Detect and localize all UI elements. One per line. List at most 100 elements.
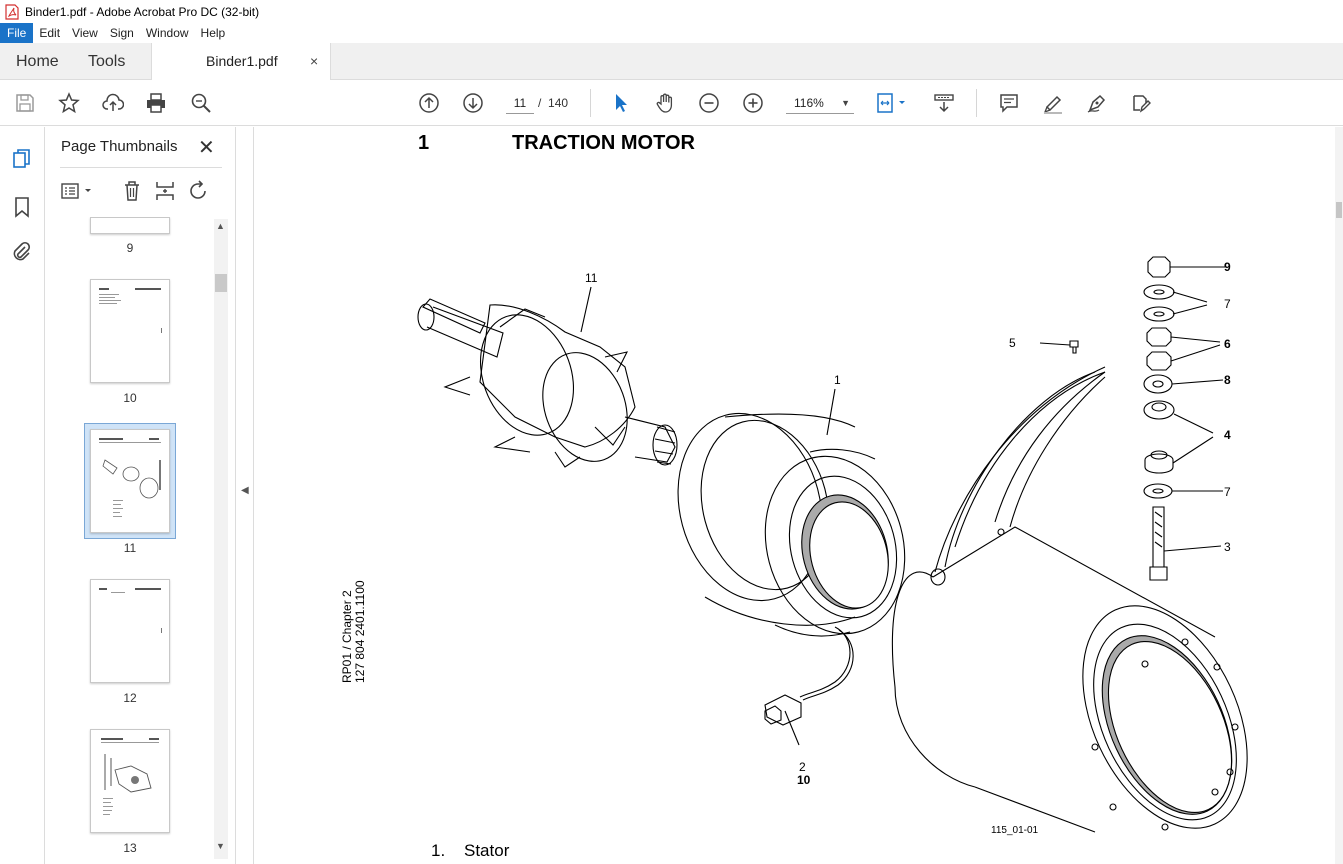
- window-title: Binder1.pdf - Adobe Acrobat Pro DC (32-b…: [25, 4, 260, 19]
- print-icon[interactable]: [143, 90, 169, 116]
- thumbnail-page-12[interactable]: [90, 579, 170, 683]
- callout-label: 9: [1224, 260, 1231, 274]
- zoom-value: 116%: [794, 96, 824, 110]
- cable-drawing: [764, 626, 854, 746]
- callout-label: 2: [799, 760, 806, 774]
- rotate-page-icon[interactable]: [186, 179, 210, 203]
- next-page-icon[interactable]: [460, 90, 486, 116]
- page-number-input[interactable]: 11: [506, 92, 534, 114]
- toolbar-divider: [976, 89, 977, 117]
- thumbnail-label: 10: [123, 391, 137, 405]
- menu-help[interactable]: Help: [200, 26, 226, 40]
- bookmarks-icon[interactable]: [10, 195, 34, 219]
- menu-file[interactable]: File: [0, 23, 34, 43]
- highlight-pen-icon[interactable]: [1040, 90, 1066, 116]
- zoom-search-icon[interactable]: [188, 90, 214, 116]
- callout-label: 7: [1224, 485, 1231, 499]
- page-thumbnails-panel: Page Thumbnails ✕ 9: [46, 127, 236, 864]
- callout-label: 4: [1224, 428, 1231, 442]
- menu-bar: File Edit View Sign Window Help: [0, 23, 1343, 43]
- scroll-mode-icon[interactable]: [931, 90, 957, 116]
- share-edit-icon[interactable]: [1128, 90, 1154, 116]
- section-title: TRACTION MOTOR: [512, 132, 695, 154]
- hand-tool-icon[interactable]: [652, 90, 678, 116]
- menu-sign[interactable]: Sign: [109, 26, 134, 40]
- title-bar: Binder1.pdf - Adobe Acrobat Pro DC (32-b…: [0, 0, 1343, 23]
- legend-text: Stator: [464, 841, 510, 860]
- comment-icon[interactable]: [996, 90, 1022, 116]
- tab-tools[interactable]: Tools: [88, 53, 126, 70]
- hardware-stack-drawing: [1143, 256, 1225, 581]
- scroll-up-icon[interactable]: ▲: [216, 221, 225, 231]
- attachments-icon[interactable]: [10, 240, 34, 264]
- callout-label: 5: [1009, 336, 1016, 350]
- rotor-drawing: [417, 298, 678, 468]
- thumbnail-label: 11: [123, 541, 137, 555]
- callout-label: 8: [1224, 373, 1231, 387]
- thumbnail-page-9[interactable]: [90, 217, 170, 234]
- callout-label: 10: [797, 773, 811, 787]
- document-scrollbar[interactable]: [1335, 127, 1343, 864]
- panel-scroll-thumb[interactable]: [215, 274, 227, 292]
- page-thumbnails-icon[interactable]: [10, 147, 34, 171]
- panel-scrollbar[interactable]: ▲ ▼: [214, 219, 228, 859]
- legend-number: 1.: [431, 841, 446, 860]
- stator-drawing: [677, 412, 906, 637]
- tab-document[interactable]: Binder1.pdf ×: [151, 43, 331, 81]
- panel-title: Page Thumbnails: [61, 138, 178, 155]
- callout-label: 7: [1224, 297, 1231, 311]
- document-tab-label: Binder1.pdf: [206, 53, 278, 69]
- thumbnail-label: 9: [126, 241, 134, 255]
- toolbar: 11 / 140 116% ▼: [0, 80, 1343, 126]
- thumbnail-label: 13: [123, 841, 137, 855]
- zoom-out-icon[interactable]: [696, 90, 722, 116]
- page-preview: [99, 588, 162, 633]
- select-cursor-icon[interactable]: [608, 90, 634, 116]
- close-panel-icon[interactable]: ✕: [198, 137, 215, 159]
- sign-pen-icon[interactable]: [1084, 90, 1110, 116]
- chevron-down-icon: ▼: [841, 98, 850, 108]
- figure-id: 115_01-01: [991, 825, 1039, 836]
- delete-page-icon[interactable]: [120, 179, 144, 203]
- document-scroll-thumb[interactable]: [1336, 202, 1342, 218]
- page-preview: [99, 438, 161, 517]
- page-separator: /: [538, 96, 542, 110]
- previous-page-icon[interactable]: [416, 90, 442, 116]
- thumbnail-page-13[interactable]: [90, 729, 170, 833]
- collapse-left-icon[interactable]: ◀: [241, 485, 249, 496]
- toolbar-divider: [590, 89, 591, 117]
- panel-collapse-handle[interactable]: ◀: [237, 127, 254, 864]
- thumbnail-page-11[interactable]: [90, 429, 170, 533]
- menu-view[interactable]: View: [72, 26, 98, 40]
- zoom-in-icon[interactable]: [740, 90, 766, 116]
- zoom-level-select[interactable]: 116% ▼: [786, 92, 854, 114]
- bookmark-star-icon[interactable]: [56, 90, 82, 116]
- thumbnail-options-icon[interactable]: [60, 179, 96, 203]
- thumbnail-label: 12: [123, 691, 137, 705]
- page-preview: [99, 288, 162, 333]
- save-icon[interactable]: [12, 90, 38, 116]
- scroll-down-icon[interactable]: ▼: [216, 841, 225, 851]
- callout-label: 1: [834, 373, 841, 387]
- tab-bar: Home Tools Binder1.pdf ×: [0, 43, 1343, 81]
- exploded-diagram: [417, 256, 1248, 833]
- menu-edit[interactable]: Edit: [39, 26, 61, 40]
- thumbnail-list: 9 10 11: [60, 217, 210, 857]
- tab-home[interactable]: Home: [16, 53, 59, 70]
- callout-label: 6: [1224, 337, 1231, 351]
- page-total: / 140: [538, 92, 568, 114]
- acrobat-icon: [5, 3, 19, 20]
- upload-cloud-icon[interactable]: [100, 90, 126, 116]
- callout-label: 11: [585, 271, 598, 285]
- close-tab-icon[interactable]: ×: [310, 53, 319, 69]
- insert-page-icon[interactable]: [153, 179, 177, 203]
- housing-drawing: [891, 366, 1248, 833]
- panel-divider: [60, 167, 222, 168]
- screw-drawing: [1039, 340, 1079, 354]
- page-preview: [101, 738, 159, 815]
- page-fit-icon[interactable]: [874, 90, 914, 116]
- document-page[interactable]: 1 TRACTION MOTOR RP01 / Chapter 2 127 80…: [255, 127, 1335, 864]
- navigation-rail: [0, 127, 45, 864]
- thumbnail-page-10[interactable]: [90, 279, 170, 383]
- menu-window[interactable]: Window: [145, 26, 189, 40]
